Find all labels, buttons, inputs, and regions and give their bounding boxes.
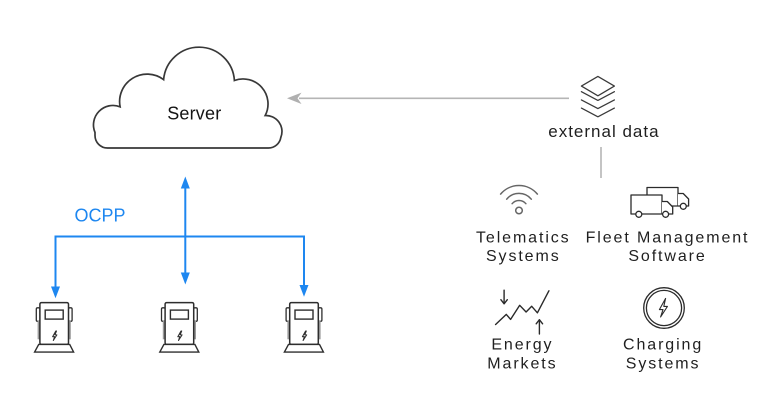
svg-text:Fleet Management: Fleet Management [586, 230, 750, 247]
svg-text:Energy: Energy [491, 337, 553, 354]
svg-text:Charging: Charging [623, 337, 703, 354]
svg-text:Markets: Markets [487, 356, 557, 373]
svg-text:Software: Software [628, 248, 706, 265]
svg-text:Server: Server [167, 103, 221, 123]
svg-text:Systems: Systems [486, 248, 561, 265]
svg-text:Telematics: Telematics [476, 230, 571, 247]
svg-text:Systems: Systems [626, 356, 701, 373]
svg-text:external data: external data [548, 122, 659, 141]
svg-text:OCPP: OCPP [75, 206, 126, 226]
